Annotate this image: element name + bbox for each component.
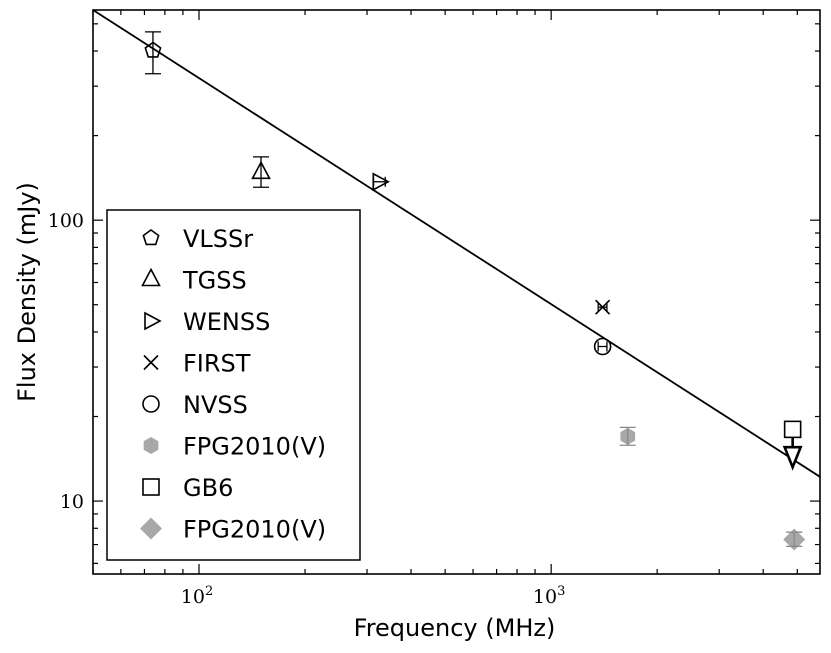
legend-marker-triangle-up (141, 267, 161, 287)
legend-marker-square (142, 478, 160, 496)
legend-marker-triangle-right (144, 311, 162, 331)
data-point-circle (593, 337, 612, 356)
legend-label: TGSS (182, 267, 247, 295)
y-tick-label: 10 (60, 491, 84, 513)
legend-marker-diamond (140, 517, 162, 540)
x-tick-label: 103 (533, 584, 565, 608)
legend-label: VLSSr (183, 225, 253, 253)
data-point-triangle-right (372, 172, 390, 192)
upper-limit-arrow-head (782, 445, 803, 471)
legend-marker-hexagon (143, 437, 159, 454)
power-law-fit-line (92, 9, 821, 478)
point-marker-square (783, 420, 802, 439)
y-axis-label: Flux Density (mJy) (13, 182, 41, 402)
legend-marker-circle (142, 395, 160, 413)
legend-marker-pentagon (142, 229, 160, 246)
data-point-pentagon (144, 31, 162, 75)
data-point-square (782, 420, 803, 471)
point-marker-circle (593, 337, 612, 356)
plot-frame (92, 9, 821, 575)
legend-label: GB6 (183, 474, 233, 502)
y-tick-label: 100 (48, 210, 84, 232)
data-point-hexagon (619, 426, 636, 446)
fit-line-layer (92, 9, 821, 478)
data-point-x (595, 299, 611, 315)
x-tick-label: 102 (181, 584, 213, 608)
data-point-diamond (783, 528, 806, 551)
legend-label: FPG2010(V) (183, 433, 326, 461)
legend: VLSSrTGSSWENSSFIRSTNVSSFPG2010(V)GB6FPG2… (106, 209, 361, 561)
legend-label: WENSS (183, 308, 270, 336)
data-point-triangle-up (251, 156, 271, 188)
legend-label: FPG2010(V) (183, 516, 326, 544)
legend-label: NVSS (183, 391, 248, 419)
legend-box (106, 209, 361, 561)
data-points (144, 31, 806, 551)
legend-label: FIRST (183, 350, 251, 378)
x-axis-label: Frequency (MHz) (354, 614, 556, 642)
axes: 102 103 10 100 (48, 9, 821, 608)
legend-marker-x (143, 354, 159, 371)
